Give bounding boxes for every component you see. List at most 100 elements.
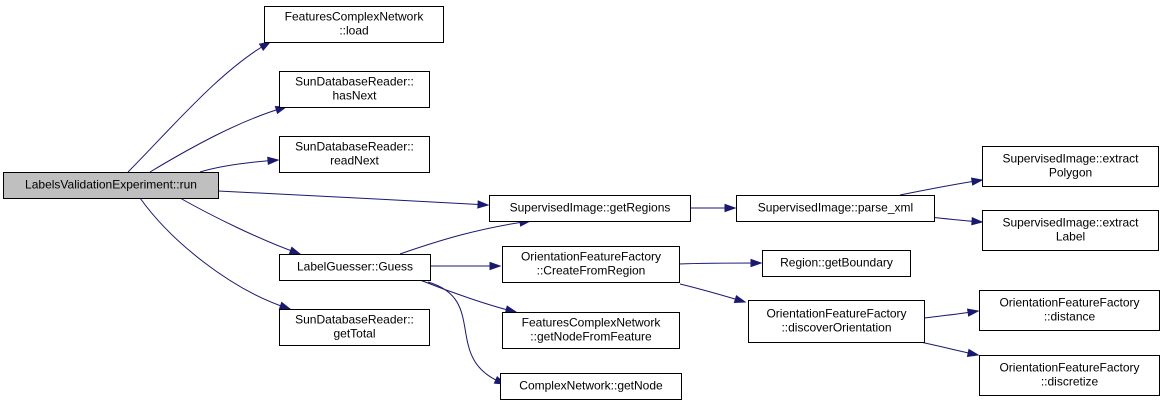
node-label: OrientationFeatureFactory	[999, 296, 1139, 310]
node-si_getregions[interactable]: SupervisedImage::getRegions	[489, 195, 691, 222]
node-label: Label	[1056, 230, 1085, 244]
node-label: readNext	[330, 154, 379, 168]
edge-lve_run-to-lg_guess	[179, 197, 302, 255]
node-label: ::getNodeFromFeature	[530, 330, 652, 344]
arrowhead	[724, 203, 737, 213]
node-box	[736, 195, 935, 222]
node-ofc_createfromregion[interactable]: OrientationFeatureFactory::CreateFromReg…	[502, 246, 680, 283]
edge-si_parsexml-to-si_extractlabel	[929, 216, 984, 226]
node-label: LabelsValidationExperiment::run	[25, 178, 197, 192]
edge-line	[179, 197, 301, 255]
node-ofc_discretize[interactable]: OrientationFeatureFactory::discretize	[979, 355, 1160, 396]
node-label: SupervisedImage::parse_xml	[758, 201, 913, 215]
node-label: Region::getBoundary	[780, 256, 893, 270]
node-box	[279, 309, 430, 346]
node-box	[264, 6, 444, 43]
edge-si_getregions-to-si_parsexml	[689, 203, 737, 213]
node-label: ::load	[339, 24, 368, 38]
arrowhead	[970, 177, 984, 186]
edge-ofc_createfromregion-to-ofc_discoverorientation	[679, 283, 747, 304]
node-lve_run[interactable]: LabelsValidationExperiment::run	[3, 172, 219, 199]
edge-lve_run-to-sdr_readnext	[199, 156, 280, 173]
node-label: SupervisedImage::extract	[1002, 216, 1139, 230]
node-box	[500, 373, 682, 400]
edge-lg_guess-to-ofc_createfromregion	[430, 261, 502, 271]
node-box	[279, 71, 430, 108]
edge-lve_run-to-fcn_load	[127, 41, 272, 173]
node-fcn_getnodefromfeature[interactable]: FeaturesComplexNetwork::getNodeFromFeatu…	[502, 312, 680, 349]
node-label: ::distance	[1044, 310, 1096, 324]
node-box	[279, 254, 431, 281]
node-label: LabelGuesser::Guess	[297, 260, 413, 274]
edge-line	[149, 106, 287, 173]
edge-line	[199, 159, 279, 173]
node-label: ::discretize	[1041, 375, 1099, 389]
node-label: ::CreateFromRegion	[537, 264, 646, 278]
node-label: FeaturesComplexNetwork	[522, 316, 662, 330]
edge-line	[217, 190, 489, 206]
edge-ofc_discoverorientation-to-ofc_distance	[923, 308, 980, 319]
node-label: SupervisedImage::getRegions	[510, 201, 671, 215]
arrowhead	[267, 156, 280, 166]
node-label: SunDatabaseReader::	[295, 313, 414, 327]
node-label: OrientationFeatureFactory	[766, 307, 906, 321]
arrowhead	[278, 301, 292, 310]
arrowhead	[971, 217, 984, 226]
node-box	[502, 312, 680, 349]
node-label: SunDatabaseReader::	[295, 140, 414, 154]
node-box	[982, 210, 1159, 251]
node-label: SupervisedImage::extract	[1002, 152, 1139, 166]
node-label: OrientationFeatureFactory	[999, 361, 1139, 375]
arrowhead	[966, 348, 980, 357]
node-box	[279, 136, 430, 173]
node-ofc_distance[interactable]: OrientationFeatureFactory::distance	[979, 290, 1160, 331]
arrowhead	[477, 200, 490, 209]
node-label: ::discoverOrientation	[781, 321, 891, 335]
nodes-layer: LabelsValidationExperiment::runFeaturesC…	[3, 6, 1160, 400]
node-si_parsexml[interactable]: SupervisedImage::parse_xml	[736, 195, 935, 222]
arrowhead	[504, 305, 518, 314]
arrowhead	[489, 261, 502, 271]
node-box	[982, 146, 1159, 187]
node-label: SunDatabaseReader::	[295, 75, 414, 89]
node-region_getboundary[interactable]: Region::getBoundary	[762, 250, 911, 277]
arrowhead	[966, 308, 980, 317]
node-box	[502, 246, 680, 283]
node-fcn_load[interactable]: FeaturesComplexNetwork::load	[264, 6, 444, 43]
edge-line	[399, 220, 531, 255]
arrowhead	[258, 41, 272, 51]
edge-line	[127, 41, 271, 173]
node-cn_getnode[interactable]: ComplexNetwork::getNode	[500, 373, 682, 400]
node-box	[762, 250, 911, 277]
edge-lve_run-to-sdr_hasnext	[149, 106, 288, 173]
node-label: Polygon	[1049, 166, 1092, 180]
edge-si_parsexml-to-si_extractpolygon	[899, 177, 984, 196]
arrowhead	[288, 246, 302, 255]
arrowhead	[750, 258, 763, 268]
node-box	[489, 195, 691, 222]
edge-line	[427, 281, 506, 385]
edge-lg_guess-to-fcn_getnodefromfeature	[419, 279, 518, 314]
node-box	[748, 300, 925, 343]
edges-layer	[127, 41, 984, 385]
node-ofc_discoverorientation[interactable]: OrientationFeatureFactory::discoverOrien…	[748, 300, 925, 343]
node-box	[3, 172, 219, 199]
node-box	[979, 290, 1160, 331]
edge-ofc_createfromregion-to-region_getboundary	[678, 258, 763, 268]
edge-line	[899, 179, 983, 196]
node-lg_guess[interactable]: LabelGuesser::Guess	[279, 254, 431, 281]
edge-line	[678, 262, 762, 265]
node-sdr_readnext[interactable]: SunDatabaseReader::readNext	[279, 136, 430, 173]
edge-line	[139, 197, 291, 310]
node-label: FeaturesComplexNetwork	[285, 10, 425, 24]
arrowhead	[733, 294, 747, 304]
node-label: ComplexNetwork::getNode	[519, 379, 663, 393]
edge-line	[419, 279, 517, 313]
node-sdr_hasnext[interactable]: SunDatabaseReader::hasNext	[279, 71, 430, 108]
edge-lve_run-to-si_getregions	[217, 190, 490, 209]
node-box	[979, 355, 1160, 396]
node-sdr_gettotal[interactable]: SunDatabaseReader::getTotal	[279, 309, 430, 346]
